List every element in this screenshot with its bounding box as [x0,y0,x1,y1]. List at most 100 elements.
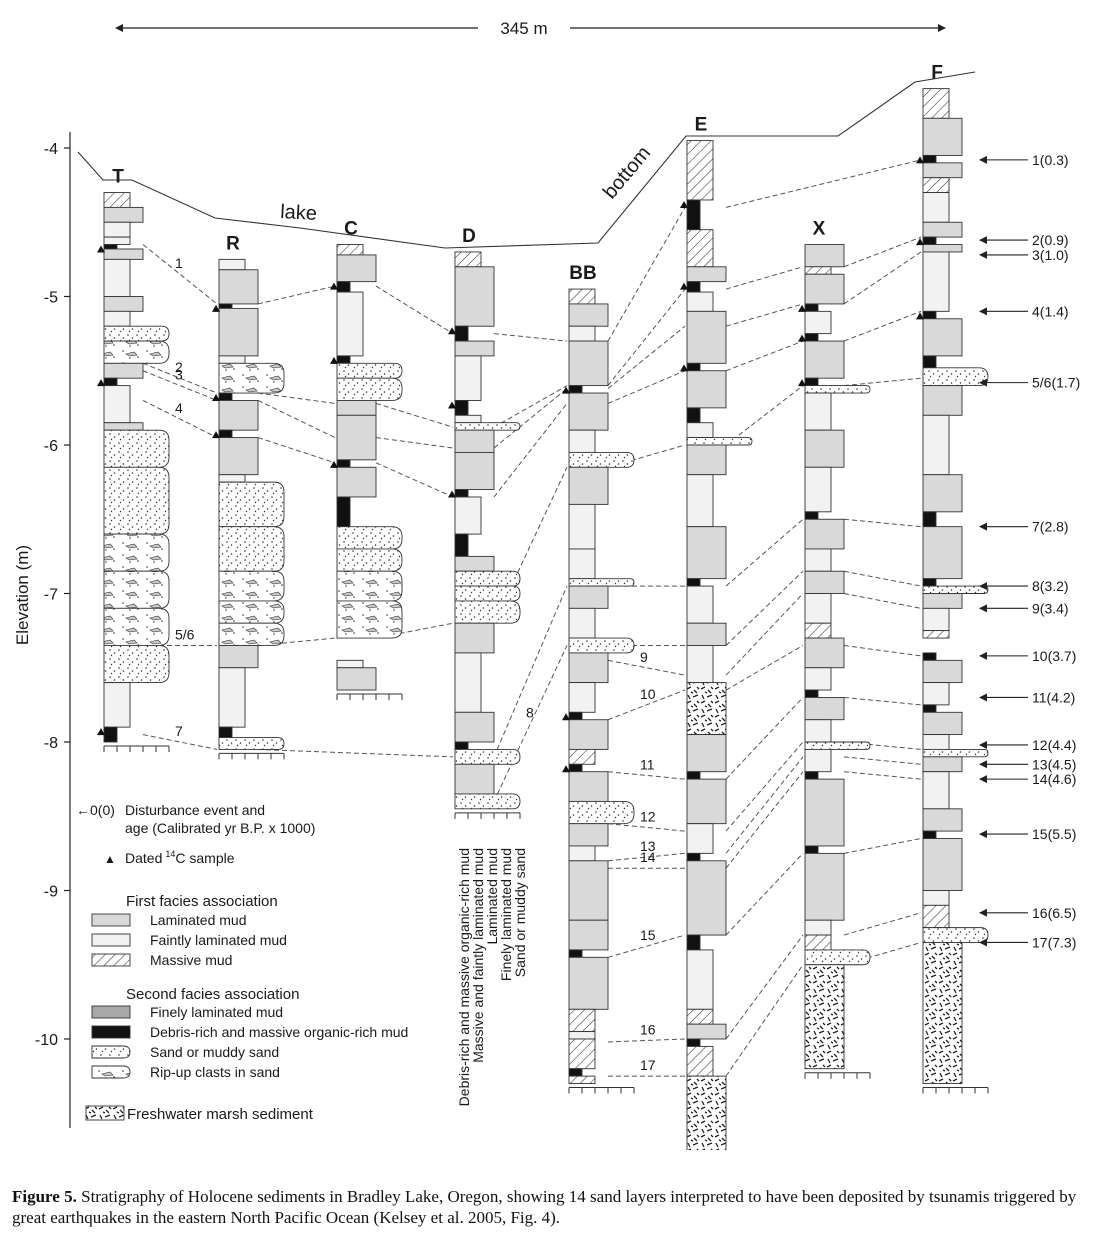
layer-L [686,266,727,283]
layer-D [218,726,233,738]
correlation-label: 16 [640,1021,656,1037]
event-label: 5/6(1.7) [1032,375,1080,391]
correlation-line-7 [142,518,922,758]
facies-column-label: Sand or muddy sand [512,848,528,977]
correlation-line-11 [607,696,922,780]
core-label: F [931,63,943,84]
dated-sample-marker [212,304,220,312]
layer-L [922,117,963,156]
correlation-label: 7 [175,723,183,739]
layer-L [568,466,609,505]
event-label: 13(4.5) [1032,756,1076,772]
core-label: R [226,233,240,254]
core-e: E [680,115,753,1150]
layer-L [103,206,144,223]
layer-L [454,429,495,453]
dated-sample-marker [680,282,688,290]
layer-H [336,244,364,256]
layer-F [454,414,482,424]
layer-D [922,355,937,369]
facies-column-label: Finely laminated mud [498,848,514,981]
axis-ticks: -4-5-6-7-8-9-10 [35,141,70,1049]
layer-L [922,756,963,773]
layer-L [686,778,727,825]
layer-D [804,333,819,342]
layer-L [454,451,495,490]
layer-L [686,444,727,476]
legend-swatch-L [91,913,131,927]
correlation-line-5/6 [143,377,922,646]
layer-L [922,593,963,609]
layer-F [103,310,131,327]
layer-L [568,652,609,684]
layer-F [336,291,364,357]
dated-sample-marker [562,765,570,773]
event-label: 2(0.9) [1032,232,1069,248]
layer-D [686,771,701,780]
layer-M [922,942,963,1084]
layer-L [804,778,845,847]
legend-item-label: Debris-rich and massive organic-rich mud [150,1024,408,1040]
layer-S [336,526,403,550]
layer-R [336,570,403,602]
surface-word-lake: lake [280,201,318,225]
core-bb: BB [562,263,635,1094]
layer-S [568,637,635,654]
layer-L [568,392,609,431]
dated-sample-marker [448,490,456,498]
correlation-label: 1 [175,255,183,271]
layer-F [804,919,832,936]
legend-swatch-S [91,1045,131,1059]
core-f: F [916,63,989,1094]
legend-event-text-1: Disturbance event and [125,802,265,818]
layer-L [804,852,845,921]
dated-sample-marker [448,327,456,335]
dated-sample-marker [448,401,456,409]
dated-sample-marker [798,304,806,312]
correlation-label: 5/6 [175,626,195,642]
layer-D [454,489,469,498]
correlation-line-10 [607,644,922,721]
layer-R [336,600,403,639]
caption-bold: Figure 5. [12,1187,77,1206]
legend-second-title: Second facies association [126,986,299,1003]
layer-L [336,667,377,691]
layer-D [686,852,701,862]
legend-item-label: Massive mud [150,952,232,968]
layer-F [922,251,950,312]
layer-L [922,526,963,580]
layer-S [922,585,989,594]
layer-D [568,1068,583,1077]
layer-F [922,414,950,476]
layer-L [804,340,845,379]
layer-S [454,585,521,602]
layer-D [804,845,819,854]
layer-S [336,377,403,401]
layer-S [103,466,170,535]
layer-H [568,1038,596,1070]
layer-H [686,140,714,201]
legend-dated-suffix: C sample [175,850,234,866]
layer-L [568,956,609,1010]
layer-D [336,281,351,293]
dated-sample-marker [97,379,105,387]
layer-F [454,355,482,401]
layer-L [922,711,963,736]
legend-dated-sup: 14 [165,849,175,859]
layer-L [454,622,495,654]
layer-S [103,645,170,684]
layer-F [568,429,596,453]
layer-D [336,459,351,468]
caption-text: Stratigraphy of Holocene sediments in Br… [12,1187,1077,1227]
dated-sample-marker [798,379,806,387]
axis-tick-label: -6 [44,438,58,455]
layer-F [103,258,131,297]
layer-L [922,162,963,179]
layer-F [804,719,832,743]
layer-F [218,667,246,728]
correlation-label: 2 [175,359,183,375]
layer-S [336,548,403,572]
core-label: BB [569,263,596,284]
